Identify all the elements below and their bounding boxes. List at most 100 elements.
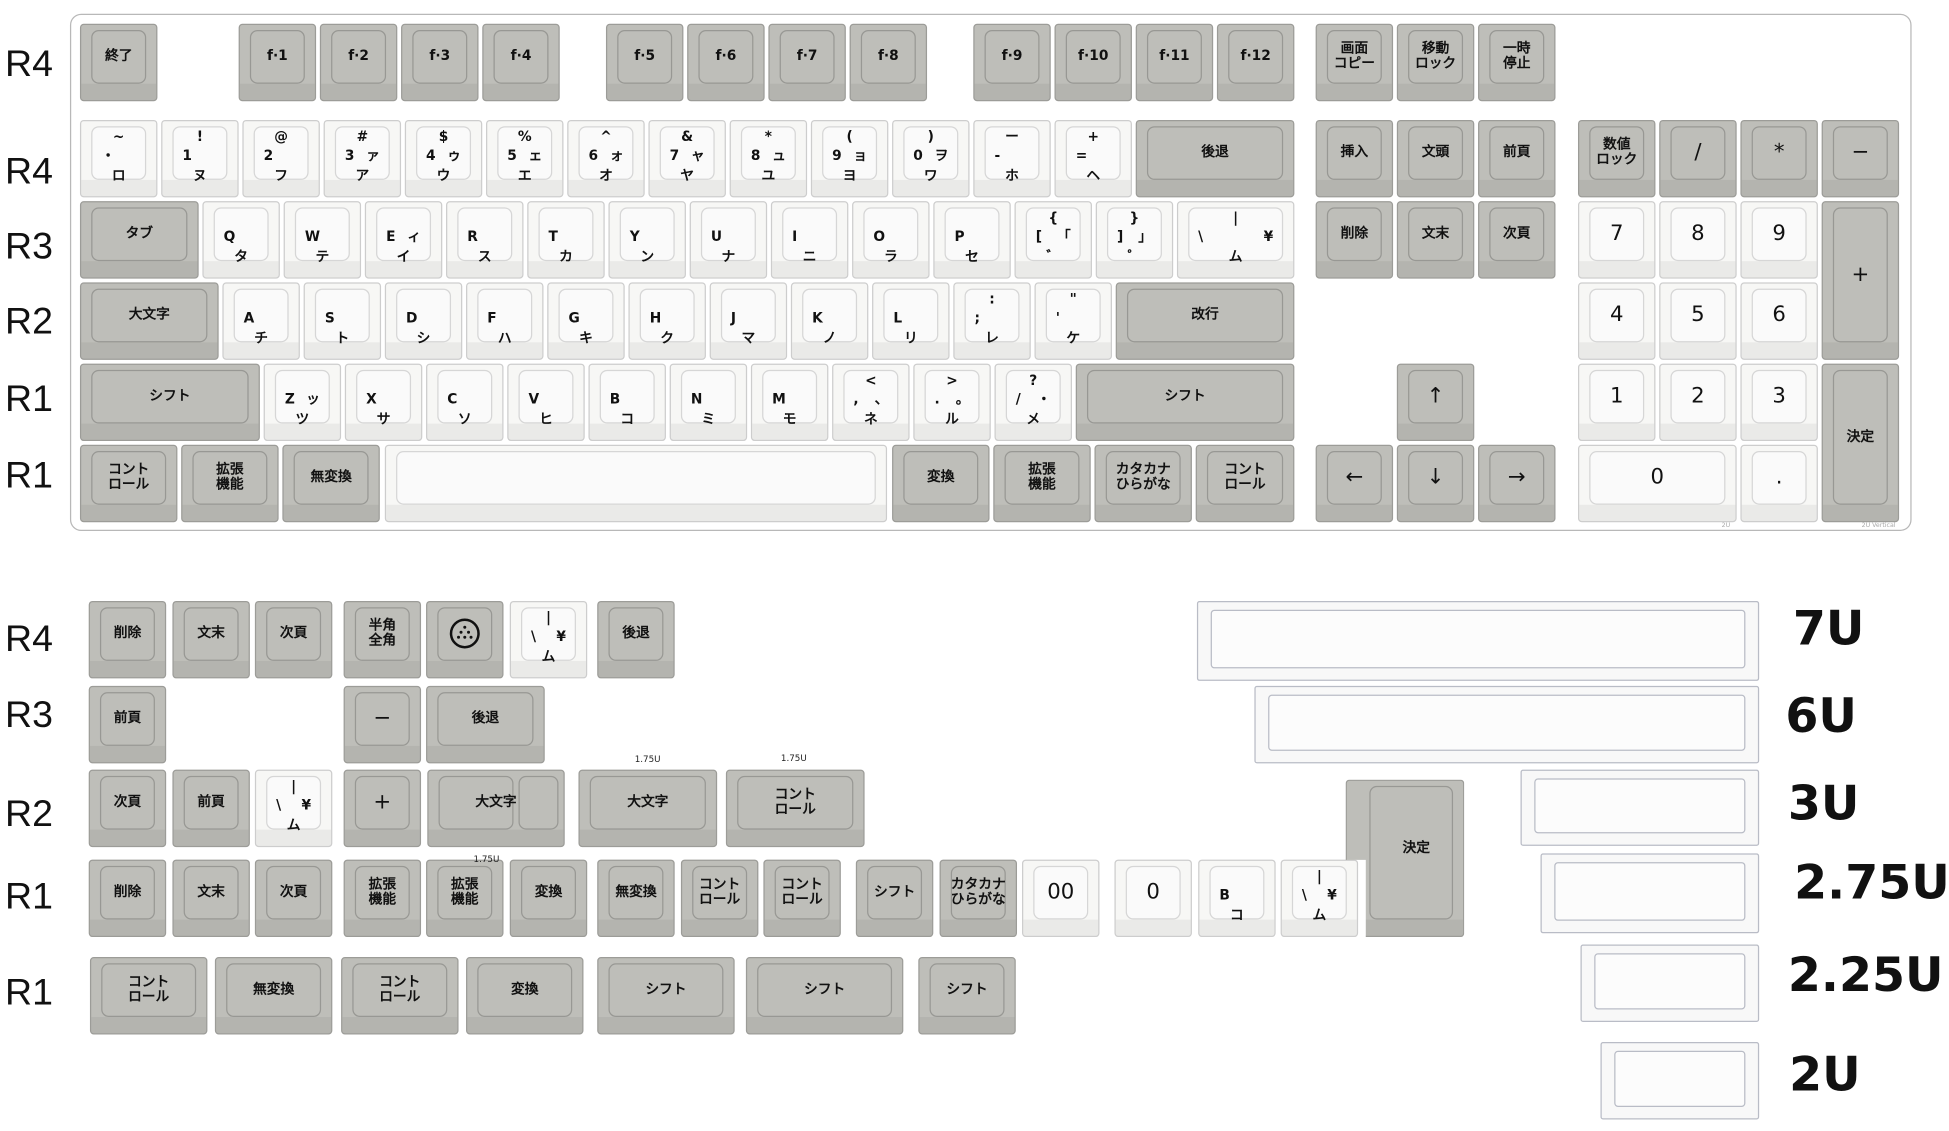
keycap[interactable]: カタカナ ひらがな (939, 859, 1018, 938)
keycap[interactable]: f·12 (1216, 23, 1295, 102)
keycap[interactable]: ー-ホ (973, 119, 1051, 198)
keycap[interactable]: 拡張 機能 (343, 859, 422, 938)
keycap[interactable]: 2 (1659, 363, 1737, 442)
keycap[interactable]: 決定 (1345, 779, 1465, 938)
keycap[interactable] (426, 600, 504, 679)
keycap[interactable]: |\¥ム (509, 600, 588, 679)
keycap[interactable]: → (1478, 444, 1556, 523)
keycap[interactable]: :;レ (953, 282, 1031, 360)
keycap[interactable]: f·7 (768, 23, 846, 102)
keycap[interactable]: 5 (1659, 282, 1737, 360)
keycap[interactable]: 次頁 (254, 859, 333, 938)
spacebar[interactable] (1254, 685, 1760, 764)
keycap[interactable]: 改行 (1115, 282, 1295, 360)
keycap[interactable]: 無変換 (597, 859, 675, 938)
keycap[interactable]: 削除 (1315, 201, 1394, 279)
spacebar[interactable] (1600, 1041, 1760, 1120)
keycap[interactable]: |\¥ム (1176, 201, 1295, 279)
keycap[interactable]: |\¥ム (254, 769, 333, 848)
keycap[interactable]: コント ロール (79, 444, 178, 523)
keycap[interactable]: |\¥ム (1280, 859, 1359, 938)
keycap[interactable]: f·3 (401, 23, 479, 102)
keycap[interactable]: / (1659, 119, 1737, 198)
keycap[interactable]: f·4 (482, 23, 560, 102)
keycap[interactable]: 終了 (79, 23, 158, 102)
keycap[interactable]: f·8 (849, 23, 928, 102)
keycap[interactable]: 次頁 (1478, 201, 1556, 279)
keycap[interactable]: + (1821, 201, 1900, 360)
keycap[interactable]: 00 (1022, 859, 1100, 938)
keycap[interactable]: >.。ル (913, 363, 991, 442)
keycap[interactable]: 画面 コピー (1315, 23, 1394, 102)
keycap[interactable]: 拡張 機能 (426, 859, 504, 938)
keycap[interactable]: シフト (1075, 363, 1295, 442)
keycap[interactable]: 変換 (466, 957, 584, 1035)
keycap[interactable]: 7 (1577, 201, 1656, 279)
keycap[interactable]: 削除 (88, 600, 167, 679)
keycap[interactable]: "'ケ (1034, 282, 1112, 360)
keycap[interactable]: f·5 (605, 23, 684, 102)
keycap[interactable]: <,、ネ (832, 363, 910, 442)
keycap[interactable]: 文頭 (1396, 119, 1475, 198)
keycap[interactable]: ~・ロ (79, 119, 158, 198)
keycap[interactable]: 8 (1659, 201, 1737, 279)
spacebar[interactable] (1540, 853, 1760, 934)
keycap[interactable]: * (1740, 119, 1818, 198)
keycap[interactable]: 1 (1577, 363, 1656, 442)
keycap[interactable]: f·10 (1054, 23, 1132, 102)
keycap[interactable]: ↑ (1396, 363, 1475, 442)
keycap[interactable]: {[「゛ (1014, 201, 1092, 279)
spacebar[interactable] (1580, 944, 1760, 1023)
keycap[interactable]: 0 (1114, 859, 1192, 938)
spacebar[interactable] (1196, 600, 1760, 681)
keycap[interactable]: 前頁 (172, 769, 250, 848)
keycap[interactable]: 後退 (426, 685, 545, 764)
keycap[interactable]: f·1 (238, 23, 317, 102)
keycap[interactable]: ↓ (1396, 444, 1475, 523)
keycap[interactable]: シフト (745, 957, 904, 1035)
keycap[interactable]: 大文字 (79, 282, 219, 360)
keycap[interactable]: 文末 (172, 600, 250, 679)
keycap[interactable]: − (343, 685, 422, 764)
keycap[interactable]: − (1821, 119, 1900, 198)
spacebar[interactable] (1520, 769, 1760, 846)
keycap[interactable]: コント ロール (763, 859, 841, 938)
keycap[interactable] (384, 444, 888, 523)
keycap[interactable]: 拡張 機能 (993, 444, 1091, 523)
keycap[interactable]: 前頁 (1478, 119, 1556, 198)
keycap[interactable]: 挿入 (1315, 119, 1394, 198)
keycap[interactable]: コント ロール (1195, 444, 1295, 523)
keycap[interactable]: 6 (1740, 282, 1818, 360)
keycap[interactable]: 数値 ロック (1577, 119, 1656, 198)
keycap[interactable]: 前頁 (88, 685, 167, 764)
keycap[interactable]: 後退 (597, 600, 675, 679)
keycap[interactable]: 大文字 (578, 769, 718, 848)
keycap[interactable]: 大文字 (427, 769, 565, 848)
keycap[interactable]: コント ロール (341, 957, 459, 1035)
keycap[interactable]: 無変換 (282, 444, 380, 523)
keycap[interactable]: コント ロール (89, 957, 208, 1035)
